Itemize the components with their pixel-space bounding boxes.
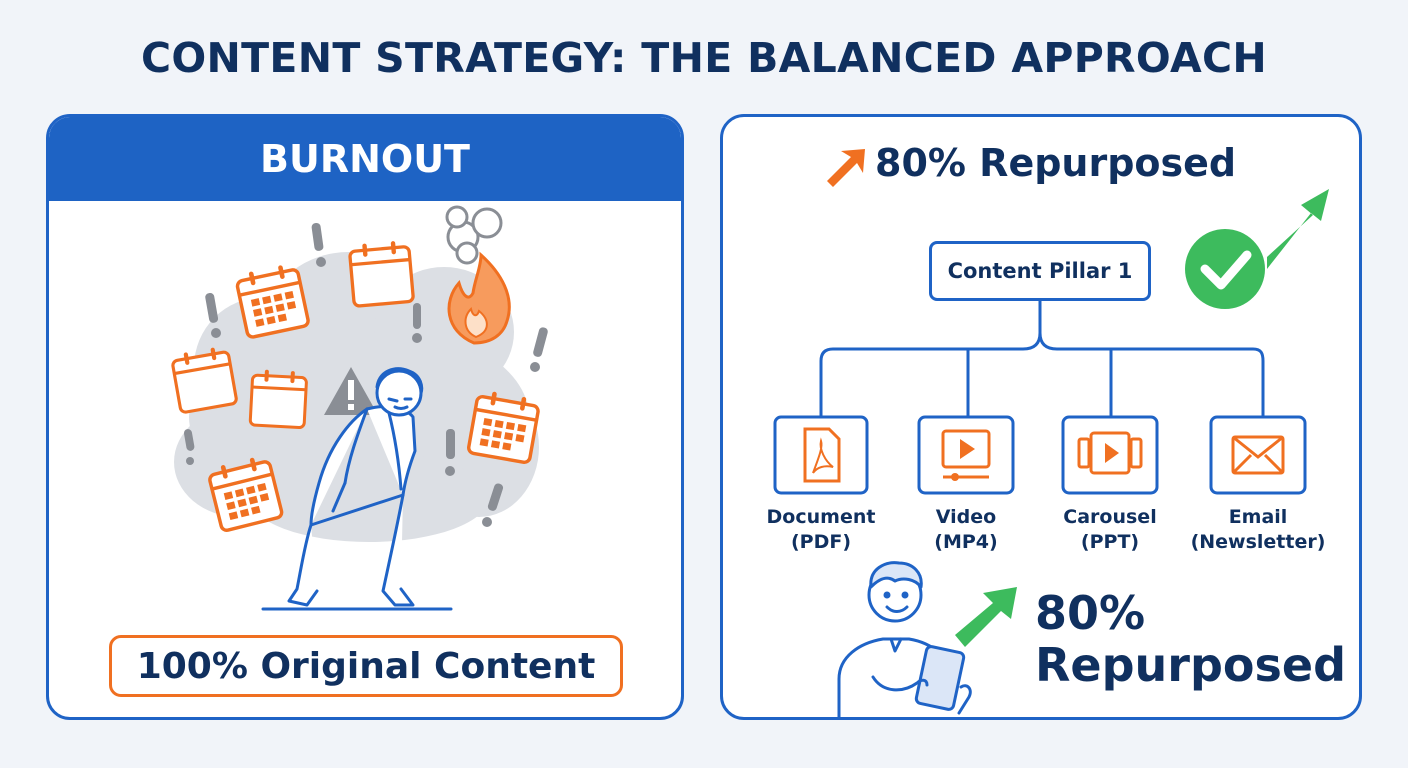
burnout-illustration xyxy=(169,205,548,611)
carousel-slides-icon xyxy=(1061,415,1159,495)
repurposed-illustration xyxy=(773,149,1329,717)
checkmark-badge-icon xyxy=(1185,229,1265,309)
growth-arrow-icon xyxy=(1267,189,1329,269)
smoke-icon xyxy=(445,205,503,265)
calendar-icon xyxy=(248,367,309,430)
calendar-icon xyxy=(169,343,239,415)
exclamation-mark-icon xyxy=(183,222,548,527)
burnout-header: BURNOUT xyxy=(49,117,681,201)
flame-icon xyxy=(447,251,511,345)
person-with-tablet xyxy=(837,561,972,717)
page-title: CONTENT STRATEGY: THE BALANCED APPROACH xyxy=(140,34,1268,82)
repurposed-title: 80% Repurposed xyxy=(875,141,1237,185)
trend-arrow-icon xyxy=(827,149,865,187)
video-play-icon xyxy=(917,415,1015,495)
tree-connectors xyxy=(819,301,1265,417)
calendar-icon xyxy=(468,389,540,463)
burnout-panel: BURNOUT xyxy=(46,114,684,720)
format-label-video: Video (MP4) xyxy=(934,506,998,553)
format-label-carousel: Carousel (PPT) xyxy=(1063,506,1157,553)
tired-person xyxy=(261,367,453,611)
warning-triangle-icon xyxy=(324,367,378,415)
original-content-label: 100% Original Content xyxy=(109,635,623,697)
calendar-icon xyxy=(235,262,309,338)
format-label-document: Document (PDF) xyxy=(766,506,876,553)
calendar-icon xyxy=(347,238,416,309)
format-label-email: Email (Newsletter) xyxy=(1190,506,1326,553)
pdf-document-icon xyxy=(773,415,869,495)
repurposed-panel: 80% Repurposed Content Pillar 1 Document… xyxy=(720,114,1362,720)
repurposed-stat: 80% Repurposed xyxy=(1035,586,1347,692)
growth-arrow-icon xyxy=(955,587,1017,647)
content-pillar-node: Content Pillar 1 xyxy=(929,241,1151,301)
email-envelope-icon xyxy=(1209,415,1307,495)
